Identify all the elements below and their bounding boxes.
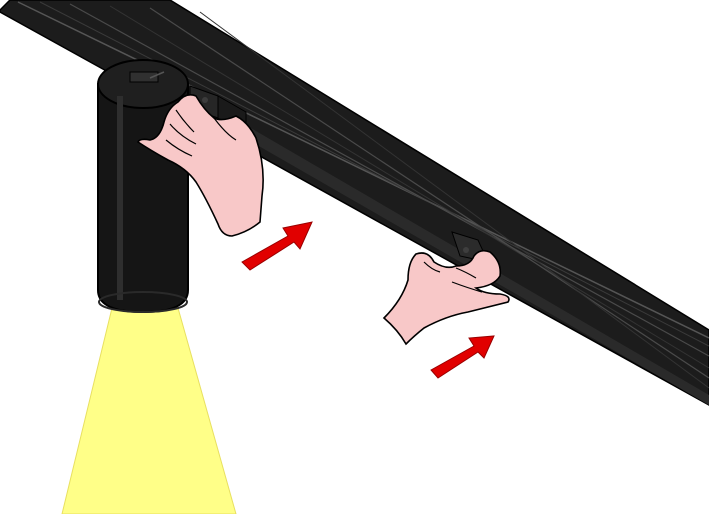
push-arrow-icon <box>242 222 312 270</box>
spotlight-fixture <box>98 60 188 312</box>
light-beam <box>62 308 236 514</box>
push-arrow-icon <box>431 336 494 378</box>
hand-icon <box>384 251 509 344</box>
